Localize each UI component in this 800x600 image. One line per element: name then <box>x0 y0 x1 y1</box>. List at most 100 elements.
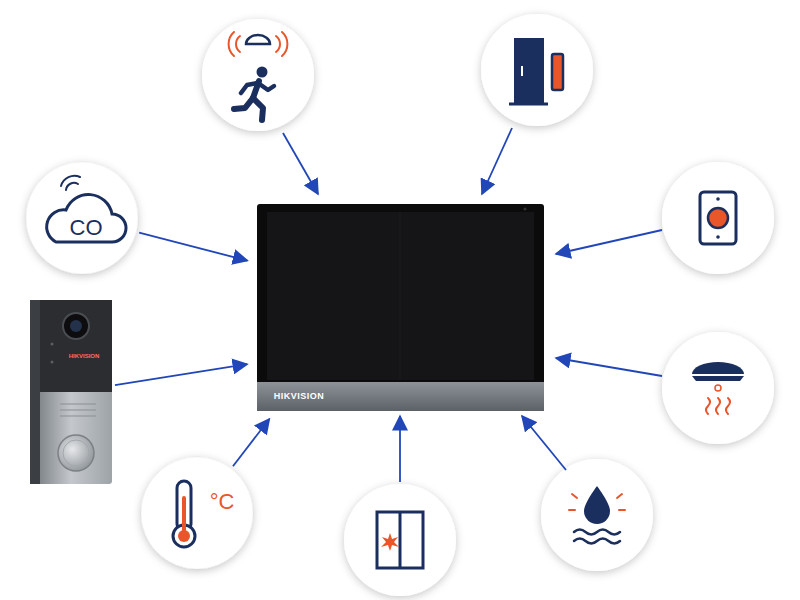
wave <box>276 36 280 52</box>
monitor-bezel <box>257 382 544 411</box>
window-frame <box>377 512 423 568</box>
brand-logo: HIKVISION <box>69 353 100 359</box>
unit-label: °C <box>210 491 235 513</box>
arrow <box>482 128 512 194</box>
signal-arc <box>66 183 78 190</box>
panic-button-circle <box>662 162 774 274</box>
arrow <box>399 416 401 482</box>
grille-line <box>60 410 96 411</box>
door-contact-circle <box>481 14 593 126</box>
station-edge <box>30 300 40 484</box>
arrow <box>522 416 566 470</box>
heat-waves <box>706 398 730 414</box>
heat-wave <box>726 398 730 414</box>
sensing-waves <box>229 32 288 56</box>
connector-arrow <box>139 233 247 261</box>
indoor-monitor: HIKVISION <box>257 204 544 411</box>
window-mullion <box>399 512 402 568</box>
running-person <box>234 81 274 120</box>
door-panel <box>514 38 544 104</box>
circle-border <box>26 162 138 274</box>
smoke-detector-circle <box>662 332 774 444</box>
mercury-column <box>182 498 186 532</box>
call-button-ring <box>63 440 89 466</box>
co-detector-circle: CO <box>26 162 138 274</box>
person-head <box>257 67 268 78</box>
temperature-sensor-circle: °C <box>141 457 253 569</box>
leak-mark <box>572 494 577 498</box>
panic-button-icon <box>700 192 736 244</box>
station-body <box>30 300 112 484</box>
water-wave <box>574 539 620 544</box>
door-contact-icon <box>509 38 563 104</box>
connector-arrow <box>115 364 247 385</box>
detector-dome <box>692 362 744 374</box>
magnet-sensor <box>552 54 563 90</box>
wave <box>282 32 287 56</box>
water-leak-circle <box>541 459 653 571</box>
water-waves <box>574 530 620 544</box>
water-wave <box>574 530 620 535</box>
arrow <box>283 133 318 194</box>
speaker-grille <box>60 404 96 416</box>
thermometer-tube <box>177 481 191 531</box>
door-sill <box>509 103 548 106</box>
monitor-sensor <box>524 208 527 211</box>
circle-outline <box>141 457 253 569</box>
mercury-bulb <box>178 530 190 542</box>
door-handle <box>521 66 523 76</box>
arrow <box>556 358 662 376</box>
camera-housing <box>63 313 89 339</box>
leak-mark <box>569 509 575 511</box>
door-station: HIKVISION <box>30 300 112 484</box>
leak-mark <box>619 509 625 511</box>
motion-circle <box>202 19 314 131</box>
person-leg <box>253 98 263 120</box>
person-arm <box>241 83 257 93</box>
glass-break-icon <box>377 512 423 568</box>
indicator-led <box>51 343 54 346</box>
leak-mark <box>617 494 622 498</box>
screw-dot <box>716 197 720 201</box>
door-station-drawing <box>30 300 112 484</box>
person-arm <box>258 83 274 90</box>
icon-circles <box>26 14 774 596</box>
screw-dot <box>716 235 720 239</box>
co-cloud-icon <box>47 176 126 242</box>
temperature-circle <box>141 457 253 569</box>
water-leak-icon <box>569 486 625 544</box>
brand-logo: HIKVISION <box>274 392 325 401</box>
grille-line <box>60 404 96 405</box>
button-plate <box>700 192 736 244</box>
co-circle <box>26 162 138 274</box>
call-button <box>58 435 94 471</box>
gas-label: CO <box>70 217 103 239</box>
sensor-dome <box>246 35 270 44</box>
glass-break-circle <box>344 484 456 596</box>
wave <box>236 36 240 52</box>
leak-marks <box>569 494 625 510</box>
button-face <box>708 208 728 228</box>
glass-crack <box>381 533 399 551</box>
person-leg <box>234 98 253 109</box>
grille-line <box>60 416 96 417</box>
monitor-screen <box>267 212 534 380</box>
heat-wave <box>716 398 720 414</box>
station-camera-panel <box>40 300 112 392</box>
indicator-led <box>51 361 54 364</box>
detector-led <box>715 385 721 391</box>
arrow <box>556 230 662 254</box>
cloud-outline <box>47 195 126 242</box>
smoke-detector-icon <box>692 362 744 414</box>
screen-reflection <box>400 212 401 380</box>
detector-base <box>692 376 744 381</box>
water-drop <box>584 486 610 524</box>
heat-wave <box>706 398 710 414</box>
motion-sensor-icon <box>229 32 288 120</box>
signal-arc <box>61 176 80 186</box>
indoor-monitor-drawing <box>257 204 544 411</box>
